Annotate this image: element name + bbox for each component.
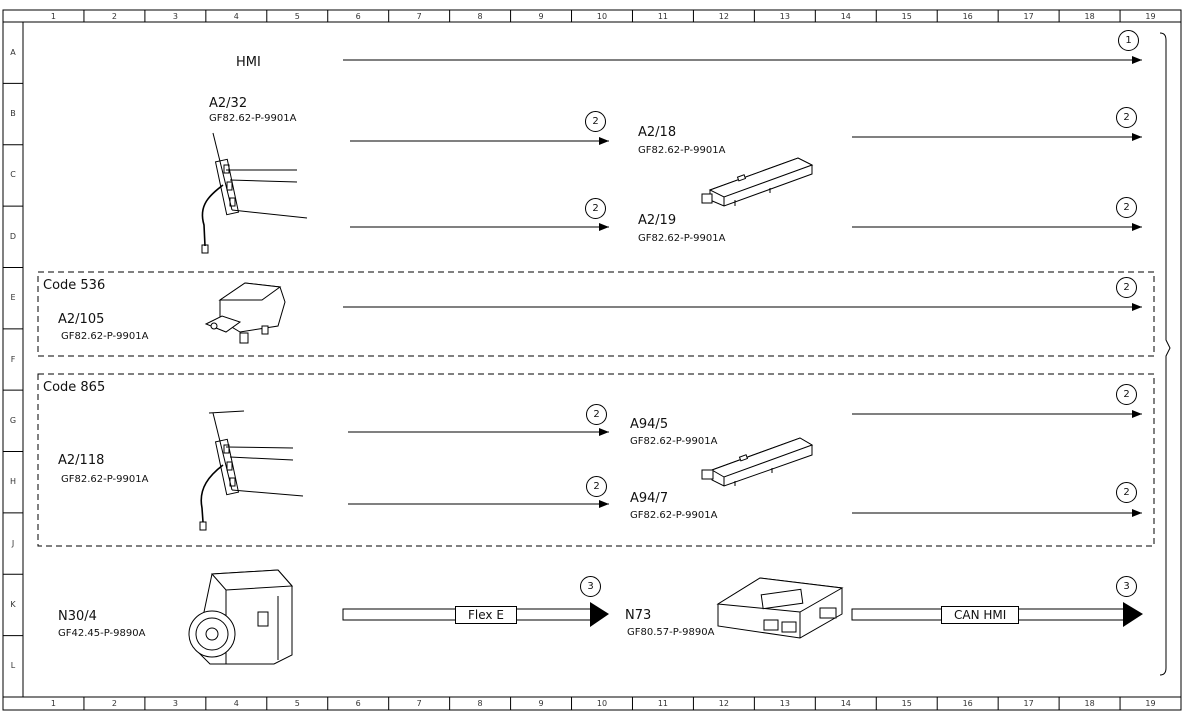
a2-18-ref: GF82.62-P-9901A [638, 145, 726, 156]
column-number: 13 [779, 12, 790, 21]
module-n30-4-illustration [188, 569, 294, 665]
a94-5-name: A94/5 [630, 417, 669, 432]
n30-4-ref: GF42.45-P-9890A [58, 628, 146, 639]
module-a2-105-illustration [204, 282, 286, 344]
module-n73-illustration [716, 577, 844, 639]
a2-118-name: A2/118 [58, 453, 105, 468]
row-letter: A [10, 47, 16, 57]
can-hmi-label: CAN HMI [941, 606, 1020, 624]
column-number: 5 [294, 12, 300, 21]
a2-105-ref: GF82.62-P-9901A [61, 331, 149, 342]
column-number: 10 [596, 12, 608, 21]
marker-2-a94-7: 2 [1116, 482, 1137, 503]
column-number: 1 [50, 12, 57, 21]
flex-e-label: Flex E [455, 606, 517, 624]
marker-2-a2-32-lower: 2 [585, 198, 606, 219]
column-number: 17 [1023, 12, 1034, 21]
code-536-box [37, 271, 1155, 357]
frame [2, 9, 1182, 711]
column-number: 4 [233, 699, 239, 708]
column-number: 1 [50, 699, 57, 708]
antenna-amplifier-a2-118-illustration [199, 410, 304, 531]
code-536-label: Code 536 [43, 278, 106, 293]
marker-3-flex-e: 3 [580, 576, 601, 597]
column-number: 6 [355, 12, 361, 21]
column-number: 12 [718, 699, 729, 708]
column-number: 15 [901, 12, 912, 21]
column-number: 14 [840, 12, 851, 21]
row-letter: L [10, 661, 16, 671]
column-number: 10 [596, 699, 608, 708]
marker-1-hmi: 1 [1118, 30, 1139, 51]
a94-5-ref: GF82.62-P-9901A [630, 436, 718, 447]
marker-2-a2-18: 2 [1116, 107, 1137, 128]
column-number: 18 [1084, 12, 1095, 21]
marker-3-can-hmi: 3 [1116, 576, 1137, 597]
code-865-box [37, 373, 1155, 547]
row-letter: J [11, 538, 15, 548]
column-number: 2 [111, 699, 117, 708]
marker-2-a2-32-upper: 2 [585, 111, 606, 132]
column-number: 3 [172, 699, 178, 708]
n73-ref: GF80.57-P-9890A [627, 627, 715, 638]
column-number: 8 [477, 699, 483, 708]
column-number: 13 [779, 699, 790, 708]
n30-4-name: N30/4 [58, 609, 97, 624]
marker-2-a2-19: 2 [1116, 197, 1137, 218]
n73-name: N73 [625, 608, 652, 623]
row-letter: E [10, 293, 16, 303]
column-number: 14 [840, 699, 851, 708]
row-letter: G [9, 415, 17, 425]
hmi-label: HMI [236, 55, 261, 70]
a2-105-name: A2/105 [58, 312, 105, 327]
a2-32-name: A2/32 [209, 96, 248, 111]
column-number: 19 [1145, 699, 1156, 708]
a2-19-name: A2/19 [638, 213, 677, 228]
column-number: 11 [657, 699, 669, 708]
column-number: 8 [477, 12, 483, 21]
marker-2-a2-118-upper: 2 [586, 404, 607, 425]
row-letter: F [10, 354, 16, 364]
a2-18-name: A2/18 [638, 125, 677, 140]
signal-arrows [343, 56, 1142, 517]
column-number: 9 [538, 12, 544, 21]
column-number: 6 [355, 699, 361, 708]
row-letter: B [10, 109, 16, 119]
column-number: 2 [111, 12, 117, 21]
antenna-amplifier-a2-32-illustration [201, 132, 308, 254]
marker-2-a94-5: 2 [1116, 384, 1137, 405]
column-number: 16 [962, 12, 973, 21]
a94-7-name: A94/7 [630, 491, 669, 506]
a94-7-ref: GF82.62-P-9901A [630, 510, 718, 521]
column-number: 7 [416, 699, 422, 708]
column-number: 7 [416, 12, 422, 21]
code-865-label: Code 865 [43, 380, 106, 395]
column-number: 19 [1145, 12, 1156, 21]
a2-19-ref: GF82.62-P-9901A [638, 233, 726, 244]
column-number: 17 [1023, 699, 1034, 708]
column-number: 12 [718, 12, 729, 21]
marker-2-a2-105: 2 [1116, 277, 1137, 298]
column-number: 18 [1084, 699, 1095, 708]
row-letter: K [10, 599, 16, 609]
row-letter: H [9, 477, 16, 487]
row-letter: C [10, 170, 16, 180]
column-number: 4 [233, 12, 239, 21]
marker-2-a2-118-lower: 2 [586, 476, 607, 497]
column-number: 3 [172, 12, 178, 21]
a2-118-ref: GF82.62-P-9901A [61, 474, 149, 485]
column-number: 16 [962, 699, 973, 708]
column-number: 15 [901, 699, 912, 708]
a2-32-ref: GF82.62-P-9901A [209, 113, 297, 124]
right-brace [1159, 32, 1171, 676]
module-a94-5-illustration [701, 437, 814, 487]
column-number: 11 [657, 12, 669, 21]
module-a2-18-illustration [701, 157, 814, 207]
column-number: 5 [294, 699, 300, 708]
column-number: 9 [538, 699, 544, 708]
row-letter: D [9, 231, 17, 241]
